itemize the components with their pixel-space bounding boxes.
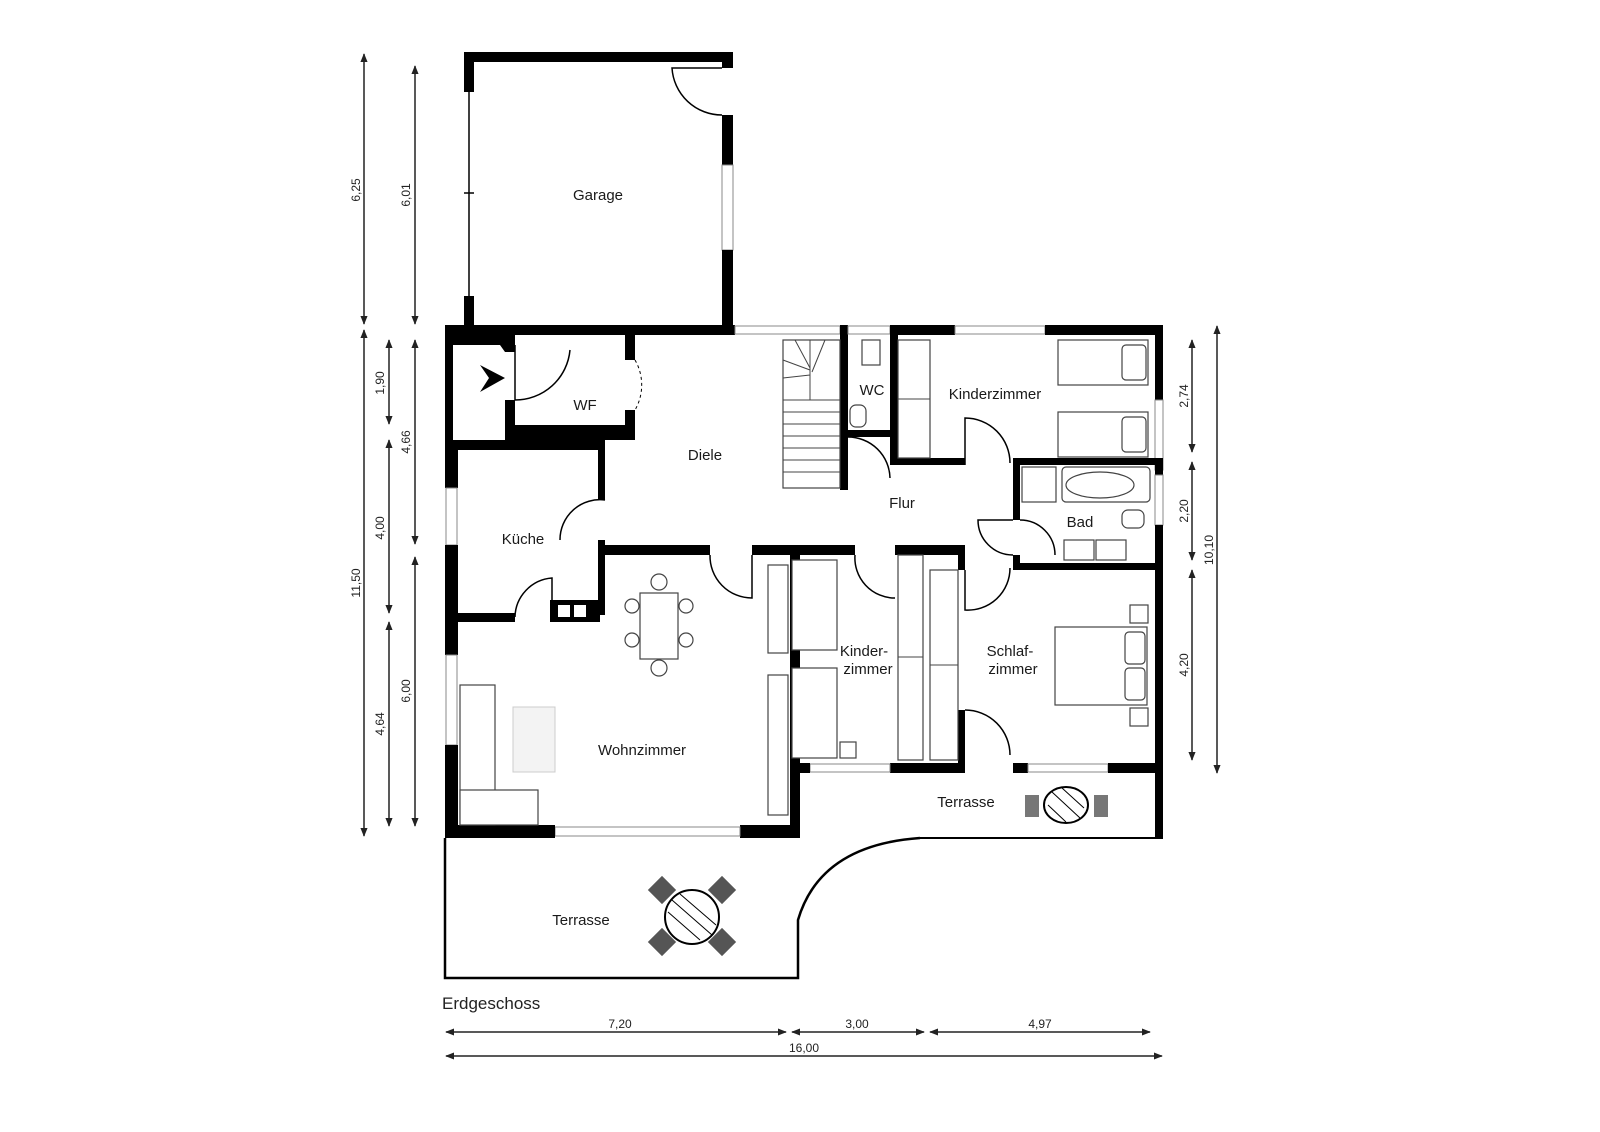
dim-left-inner-1: 6,01 [399, 183, 413, 207]
house-walls [443, 325, 1164, 980]
room-label-flur: Flur [889, 495, 915, 512]
dim-right-outer: 10,10 [1202, 535, 1216, 565]
terrace-table-right [1025, 786, 1108, 824]
room-label-schlafzimmer-line1: Schlaf- [987, 643, 1034, 660]
room-label-kinderzimmer2-line2: zimmer [843, 661, 892, 678]
dim-right-inner-3: 4,20 [1177, 653, 1191, 677]
dim-left-middle-1: 1,90 [373, 371, 387, 395]
garage-walls [464, 52, 734, 331]
room-label-wohnzimmer: Wohnzimmer [598, 742, 686, 759]
dim-right-inner-1: 2,74 [1177, 384, 1191, 408]
dimension-lines [360, 53, 1221, 1060]
room-label-diele: Diele [688, 447, 722, 464]
room-label-bad: Bad [1067, 514, 1094, 531]
terrace-table-bottom [647, 875, 737, 957]
dim-left-inner-3: 6,00 [399, 679, 413, 703]
room-label-kinderzimmer2-line1: Kinder- [840, 643, 888, 660]
floor-title: Erdgeschoss [442, 994, 540, 1013]
room-label-garage: Garage [573, 187, 623, 204]
dim-left-outer-house: 11,50 [349, 568, 363, 597]
room-label-kueche: Küche [502, 531, 545, 548]
dim-bottom-total: 16,00 [789, 1041, 819, 1055]
dim-left-middle-3: 4,64 [373, 712, 387, 736]
room-label-schlafzimmer-line2: zimmer [988, 661, 1037, 678]
room-label-wc: WC [860, 382, 885, 399]
dim-left-outer-garage: 6,25 [349, 178, 363, 202]
dim-bottom-3: 4,97 [1028, 1017, 1052, 1031]
dim-left-inner-2: 4,66 [399, 430, 413, 454]
dim-bottom-2: 3,00 [845, 1017, 869, 1031]
dim-left-middle-2: 4,00 [373, 516, 387, 540]
room-label-wf: WF [573, 397, 596, 414]
dim-right-inner-2: 2,20 [1177, 499, 1191, 523]
room-label-kinderzimmer: Kinderzimmer [949, 386, 1042, 403]
dim-bottom-1: 7,20 [608, 1017, 632, 1031]
staircase [782, 339, 841, 489]
room-label-terrasse-bottom: Terrasse [552, 912, 610, 929]
room-label-terrasse-right: Terrasse [937, 794, 995, 811]
